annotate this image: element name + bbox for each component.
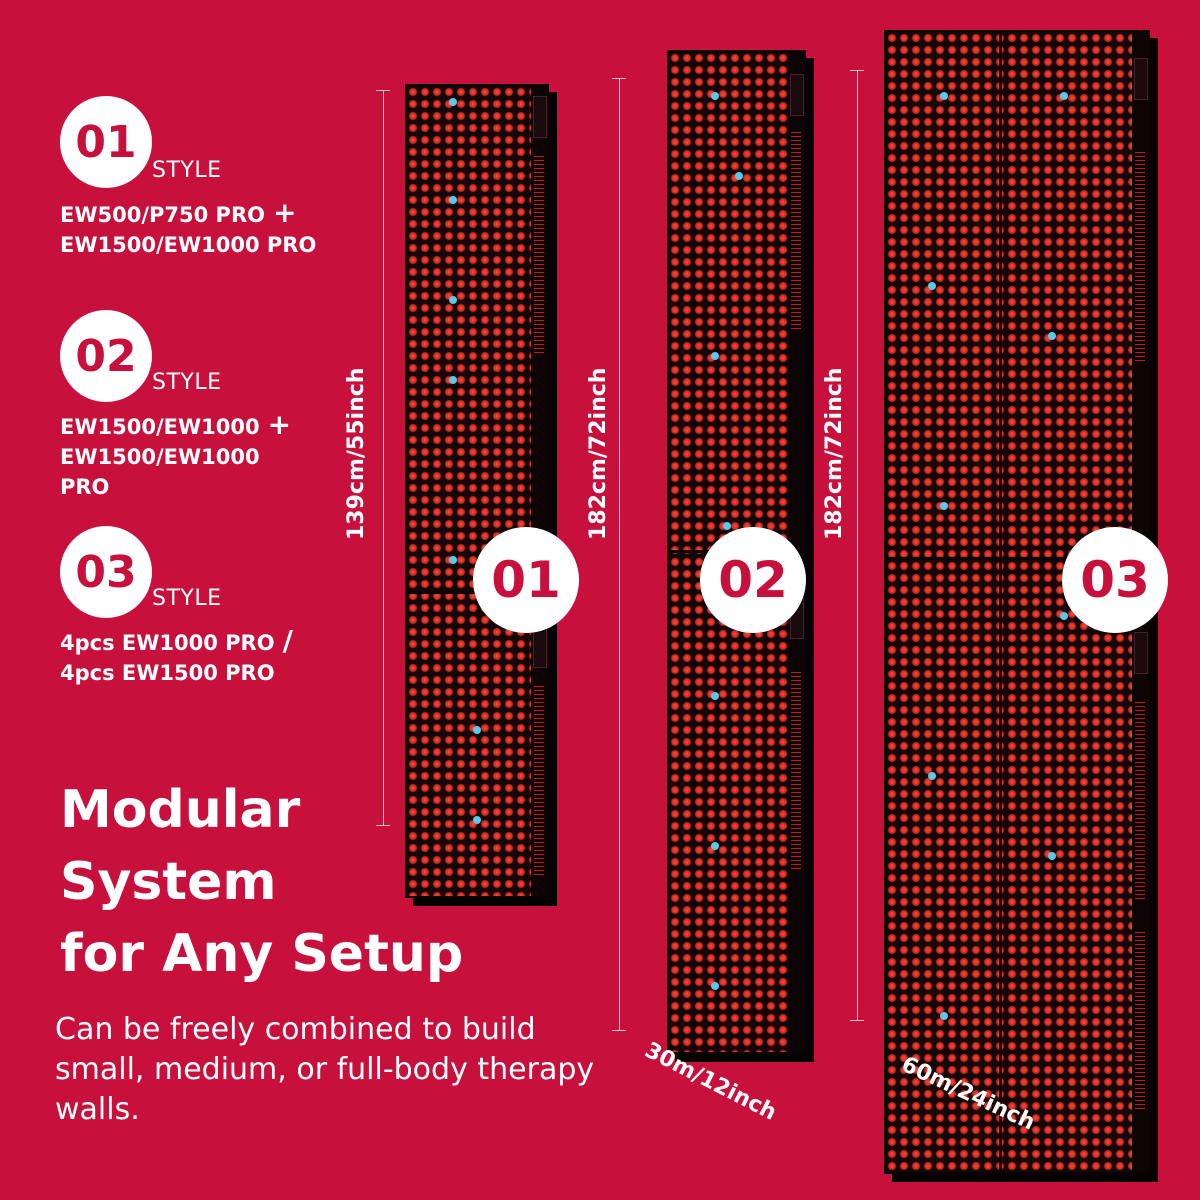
panel-seam [999,32,1002,1172]
style-03-label: STYLE [152,586,222,611]
vent-icon [1135,152,1145,362]
plus-icon: + [267,408,292,441]
blue-led [711,982,719,990]
blue-led [711,352,719,360]
style-02-models: EW1500/EW1000 + EW1500/EW1000 PRO [60,410,291,502]
panel-03-badge: 03 [1062,527,1168,633]
blue-led [940,1012,948,1020]
blue-led [711,692,719,700]
style-03-line1: 4pcs EW1000 PRO [60,631,275,655]
blue-led [1060,612,1068,620]
dimension-tick [376,90,390,91]
blue-led [940,92,948,100]
style-01-line2: EW1500/EW1000 PRO [60,233,317,257]
style-03-line2: 4pcs EW1500 PRO [60,661,275,685]
control-panel-icon [533,626,547,668]
blue-led [1060,92,1068,100]
blue-led [928,772,936,780]
style-02-line3: PRO [60,475,110,499]
style-03-badge: 03 [60,526,152,618]
blue-led [449,296,457,304]
vent-icon [534,156,544,356]
blue-led [473,726,481,734]
style-01-badge: 01 [60,96,152,188]
vent-icon [791,132,801,332]
style-02-badge: 02 [60,310,152,402]
style-01-models: EW500/P750 PRO + EW1500/EW1000 PRO [60,198,316,260]
control-panel-icon [533,96,547,138]
panel-01-badge: 01 [473,527,579,633]
dimension-line-2 [619,78,620,1030]
blue-led [449,98,457,106]
blue-led [449,556,457,564]
description: Can be freely combined to build small, m… [55,1012,595,1127]
panel-sidebar [531,86,547,896]
headline-line2: System [60,852,277,912]
blue-led [473,816,481,824]
dimension-tick [850,70,864,71]
vent-icon [791,672,801,872]
blue-led [940,502,948,510]
blue-led [723,522,731,530]
style-02-line2: EW1500/EW1000 [60,445,260,469]
panel1-height-label: 139cm/55inch [344,367,369,540]
headline-line1: Modular [60,780,301,840]
blue-led [449,196,457,204]
style-02-label: STYLE [152,370,222,395]
vent-icon [1135,932,1145,1112]
dimension-line-3 [857,70,858,1020]
headline: Modular System for Any Setup [60,774,500,990]
slash-icon: / [282,624,293,657]
style-01-line1: EW500/P750 PRO [60,203,265,227]
headline-line3: for Any Setup [60,924,464,984]
dimension-tick [850,1020,864,1021]
blue-led [928,282,936,290]
panel-01-image [405,84,549,898]
style-01-label: STYLE [152,158,222,183]
plus-icon: + [272,196,297,229]
blue-led [735,172,743,180]
blue-led [1048,332,1056,340]
dimension-tick [612,78,626,79]
panel-02-badge: 02 [700,527,806,633]
style-02-line1: EW1500/EW1000 [60,415,260,439]
control-panel-icon [790,74,804,116]
control-panel-icon [1134,58,1148,100]
blue-led [711,842,719,850]
vent-icon [1135,702,1145,902]
blue-led [711,92,719,100]
dimension-tick [376,825,390,826]
control-panel-icon [1134,632,1148,674]
blue-led [449,376,457,384]
vent-icon [534,686,544,876]
style-03-models: 4pcs EW1000 PRO / 4pcs EW1500 PRO [60,626,293,688]
panel3-height-label: 182cm/72inch [822,367,847,540]
blue-led [1048,852,1056,860]
dimension-line-1 [383,90,384,825]
dimension-tick [612,1030,626,1031]
panel-seam [886,557,1148,560]
panel2-height-label: 182cm/72inch [586,367,611,540]
